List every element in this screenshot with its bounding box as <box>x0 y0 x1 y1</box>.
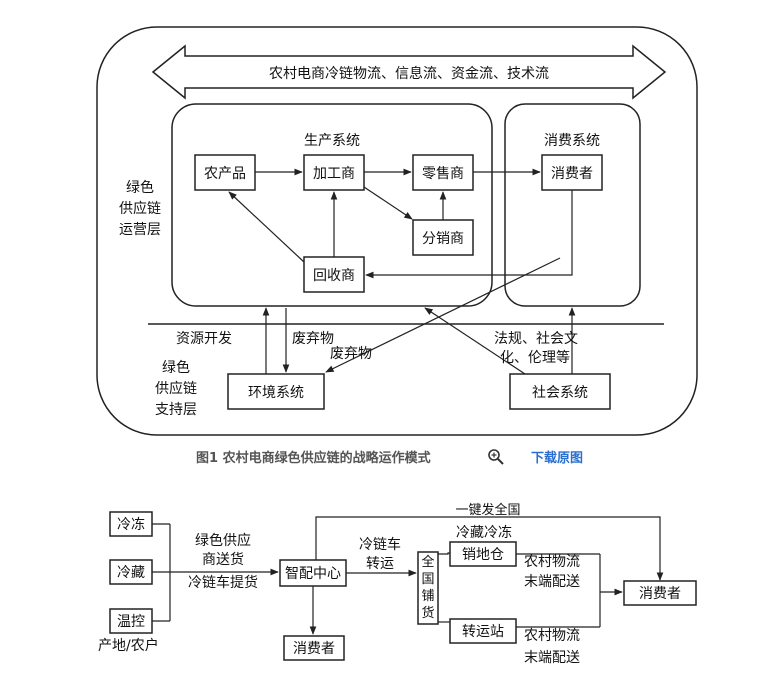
national-char-4: 货 <box>421 605 434 621</box>
production-system-title: 生产系统 <box>304 133 360 149</box>
national-char-1: 全 <box>421 554 434 570</box>
label-regulation-line1: 法规、社会文 <box>494 331 578 347</box>
consumer-bottom-label: 消费者 <box>293 641 335 657</box>
national-char-2: 国 <box>421 572 434 587</box>
node-retailer-label: 零售商 <box>422 166 464 182</box>
transfer-station-label: 转运站 <box>462 624 504 640</box>
figure-1-caption: 图1 农村电商绿色供应链的战略运作模式 <box>196 450 431 466</box>
zoom-icon[interactable] <box>488 449 504 465</box>
rural-delivery-1-line1: 农村物流 <box>524 554 580 570</box>
origin-label: 产地/农户 <box>98 637 159 654</box>
source-temperature-control <box>109 608 153 634</box>
support-layer-line3: 支持层 <box>155 402 197 418</box>
arrow-consumer-to-recycler <box>365 190 573 279</box>
node-environment <box>227 373 325 410</box>
operation-layer-line2: 供应链 <box>119 200 161 217</box>
node-recycler <box>303 256 365 293</box>
figure-2: 冷冻 冷藏 温控 产地/农户 绿色供应 商送货 冷链车提货 智配中心 消费者 一… <box>98 502 697 666</box>
cold-storage-label: 冷藏冷冻 <box>456 524 512 541</box>
figure-1: 农村电商冷链物流、信息流、资金流、技术流 生产系统 消费系统 绿色 供应链 运营… <box>96 26 698 436</box>
transfer-station <box>449 618 517 644</box>
node-distributor <box>412 219 474 256</box>
arrow-nationwide-direct <box>315 516 664 581</box>
node-retailer <box>412 154 474 191</box>
flow-banner-text: 农村电商冷链物流、信息流、资金流、技术流 <box>269 65 549 82</box>
consumer-right-label: 消费者 <box>639 586 681 602</box>
source-temperature-control-label: 温控 <box>117 614 145 630</box>
source-chilled <box>109 559 153 585</box>
label-waste-1: 废弃物 <box>292 331 334 347</box>
cold-transport-line2: 转运 <box>366 556 394 572</box>
smart-distribution-center-label: 智配中心 <box>285 566 341 582</box>
node-recycler-label: 回收商 <box>313 268 355 284</box>
node-society-label: 社会系统 <box>532 385 588 401</box>
green-send-line1: 绿色供应 <box>195 532 251 549</box>
cold-pickup-label: 冷链车提货 <box>188 574 258 591</box>
node-processor <box>303 154 365 191</box>
consumption-system-title: 消费系统 <box>544 133 600 149</box>
source-chilled-label: 冷藏 <box>117 565 145 581</box>
sales-warehouse-label: 销地仓 <box>462 547 504 563</box>
node-farm-products-label: 农产品 <box>204 166 246 182</box>
node-environment-label: 环境系统 <box>248 385 304 401</box>
consumer-bottom <box>283 635 345 661</box>
consumer-right <box>623 580 697 606</box>
national-char-3: 铺 <box>421 589 434 604</box>
node-consumer <box>541 154 603 191</box>
label-resource-development: 资源开发 <box>176 331 232 347</box>
operation-layer-line3: 运营层 <box>119 222 161 238</box>
green-send-line2: 商送货 <box>202 551 244 568</box>
node-consumer-label: 消费者 <box>551 166 593 182</box>
arrow-recycler-to-farm <box>228 191 305 263</box>
rural-delivery-2-line2: 末端配送 <box>524 650 580 666</box>
download-original-link[interactable]: 下载原图 <box>531 450 583 466</box>
node-society <box>509 373 611 410</box>
support-layer-line2: 供应链 <box>155 380 197 397</box>
national-distribution-box <box>417 551 439 625</box>
rural-delivery-1-line2: 末端配送 <box>524 574 580 590</box>
nationwide-direct-label: 一键发全国 <box>455 502 520 518</box>
node-distributor-label: 分销商 <box>422 231 464 247</box>
outer-frame <box>96 26 698 436</box>
cold-transport-line1: 冷链车 <box>359 536 401 553</box>
source-frozen-label: 冷冻 <box>117 516 145 533</box>
rural-delivery-2-line1: 农村物流 <box>524 628 580 644</box>
support-layer-line1: 绿色 <box>162 359 190 376</box>
arrow-processor-to-distributor <box>363 186 413 220</box>
label-waste-2: 废弃物 <box>330 346 372 362</box>
arrow-society-to-production <box>424 307 526 375</box>
operation-layer-line1: 绿色 <box>126 179 154 196</box>
node-processor-label: 加工商 <box>313 166 355 182</box>
arrow-waste-from-consumption <box>325 257 561 373</box>
flow-banner-arrow <box>151 44 667 100</box>
label-regulation-line2: 化、伦理等 <box>500 349 570 366</box>
